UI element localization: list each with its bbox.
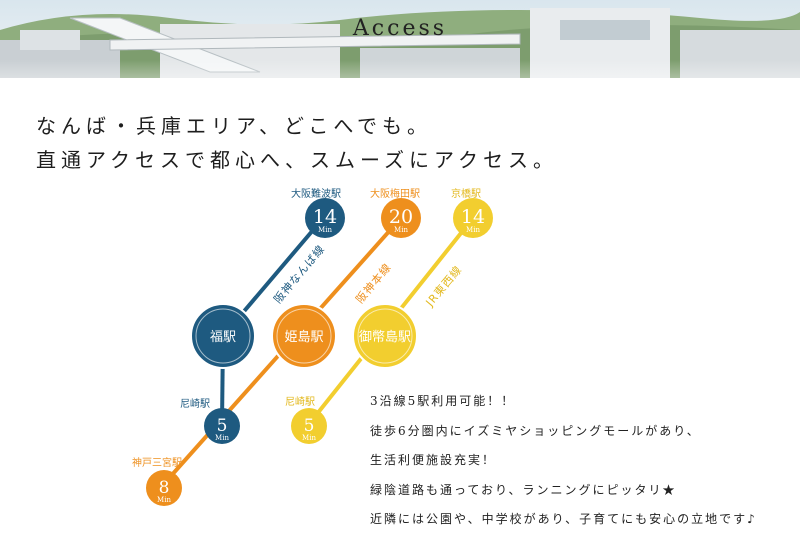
destination-kobe-sannomiya-minutes: 8 <box>159 478 170 498</box>
description-line: 徒歩6分圏内にイズミヤショッピングモールがあり、 <box>370 423 701 438</box>
destination-amagasaki-yellow: 尼崎駅 5 Min <box>285 395 327 444</box>
station-mitejima-name: 御幣島駅 <box>359 330 411 345</box>
station-fuku-name: 福駅 <box>210 330 236 345</box>
description-line: 3沿線5駅利用可能！！ <box>370 394 516 408</box>
line-label-jr-tozai: JR東西線 <box>422 262 465 309</box>
station-mitejima: 御幣島駅 <box>352 303 418 369</box>
description: 3沿線5駅利用可能！！ 徒歩6分圏内にイズミヤショッピングモールがあり、 生活利… <box>370 392 757 540</box>
hero-banner: Access <box>0 0 800 78</box>
description-line: 生活利便施設充実！ <box>370 453 497 467</box>
description-line: 緑陰道路も通っており、ランニングにピッタリ★ <box>370 482 677 497</box>
destination-amagasaki-yellow-unit: Min <box>302 434 316 442</box>
destination-kyobashi-unit: Min <box>466 226 480 234</box>
destination-osaka-umeda-unit: Min <box>394 226 408 234</box>
destination-amagasaki-navy-name: 尼崎駅 <box>180 397 210 410</box>
destination-osaka-namba-name: 大阪難波駅 <box>291 187 341 200</box>
destination-osaka-umeda-minutes: 20 <box>389 206 413 228</box>
hero-photo <box>0 0 800 78</box>
description-line: 近隣には公園や、中学校があり、子育てにも安心の立地です♪ <box>370 512 757 526</box>
station-himejima: 姫島駅 <box>271 303 337 369</box>
destination-osaka-namba-unit: Min <box>318 226 332 234</box>
destination-amagasaki-navy-unit: Min <box>215 434 229 442</box>
destination-amagasaki-yellow-minutes: 5 <box>304 416 315 436</box>
destination-kobe-sannomiya: 神戸三宮駅 8 Min <box>132 456 182 506</box>
destination-kobe-sannomiya-unit: Min <box>157 496 171 504</box>
destination-amagasaki-yellow-name: 尼崎駅 <box>285 395 315 408</box>
destination-amagasaki-navy: 尼崎駅 5 Min <box>180 397 240 444</box>
destination-osaka-umeda-name: 大阪梅田駅 <box>370 187 420 200</box>
destination-kyobashi-name: 京橋駅 <box>451 187 481 200</box>
destination-osaka-namba: 大阪難波駅 14 Min <box>291 187 345 238</box>
headline-line-1: なんば・兵庫エリア、どこへでも。 <box>36 114 432 138</box>
destination-kyobashi-minutes: 14 <box>461 206 485 228</box>
station-himejima-name: 姫島駅 <box>284 330 323 345</box>
line-label-hanshin-namba: 阪神なんば線 <box>271 242 328 306</box>
station-fuku: 福駅 <box>190 303 256 369</box>
destination-osaka-umeda: 大阪梅田駅 20 Min <box>370 187 421 238</box>
destination-amagasaki-navy-minutes: 5 <box>217 416 228 436</box>
headline-line-2: 直通アクセスで都心へ、スムーズにアクセス。 <box>36 148 558 172</box>
destination-kyobashi: 京橋駅 14 Min <box>451 187 493 238</box>
destination-osaka-namba-minutes: 14 <box>313 206 337 228</box>
destination-kobe-sannomiya-name: 神戸三宮駅 <box>132 456 182 469</box>
hero-title: Access <box>352 16 448 41</box>
